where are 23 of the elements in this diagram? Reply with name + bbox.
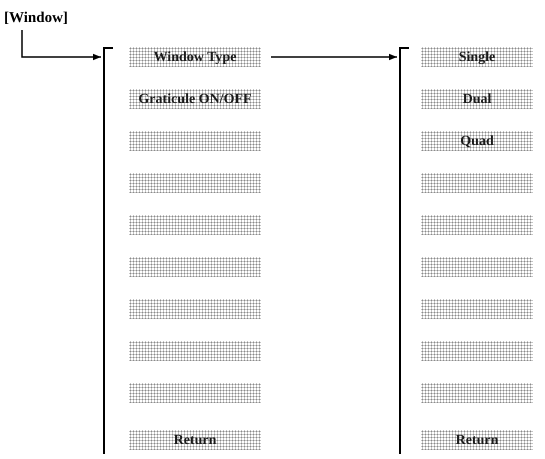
menu-item: Return [421,430,533,450]
arrow [271,54,397,60]
menu-item: Dual [421,89,533,109]
menu-item: Window Type [129,47,261,67]
empty-menu-item [421,215,533,235]
empty-menu-item [129,299,261,319]
menu-item: Single [421,47,533,67]
empty-menu-item [129,257,261,277]
empty-menu-item [129,341,261,361]
empty-menu-item [421,383,533,403]
empty-menu-item [421,173,533,193]
empty-menu-item [129,383,261,403]
empty-menu-item [129,173,261,193]
empty-menu-item [421,299,533,319]
empty-menu-item [421,257,533,277]
menu-item: Return [129,430,261,450]
empty-menu-item [421,341,533,361]
menu-item: Graticule ON/OFF [129,89,261,109]
arrow [21,30,101,60]
menu-item: Quad [421,131,533,151]
menu-title: [Window] [4,6,96,30]
empty-menu-item [129,131,261,151]
empty-menu-item [129,215,261,235]
